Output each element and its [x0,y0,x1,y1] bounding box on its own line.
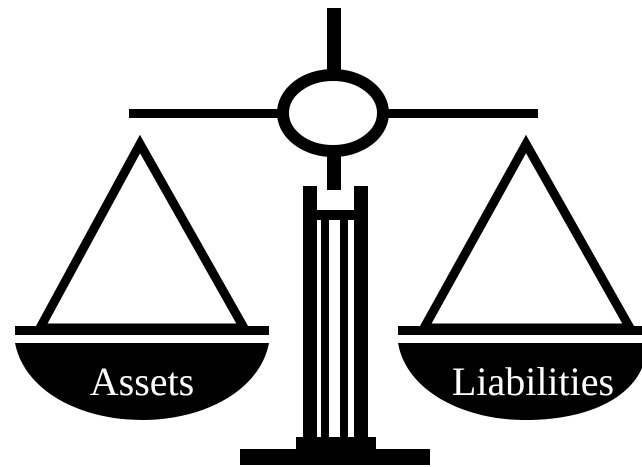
right-pan-bowl [398,343,642,420]
column-left-post [303,186,317,441]
base-lower-step [240,449,430,465]
column-inner-left-post [321,216,329,441]
left-hanger-triangle [32,134,252,333]
base-upper-step [296,437,376,449]
pivot-neck [327,150,341,190]
column-right-post [354,186,368,441]
left-pan-rim [15,326,269,335]
top-finial [327,8,341,76]
pivot-ring [277,69,389,157]
right-pan-label: Liabilities [452,359,614,404]
left-pan-bowl [15,343,269,420]
right-pan-rim [398,326,642,335]
column-crossbar [303,210,368,220]
column-inner-right-post [340,216,348,441]
left-pan-label: Assets [90,359,194,404]
right-hanger-triangle [416,134,638,333]
